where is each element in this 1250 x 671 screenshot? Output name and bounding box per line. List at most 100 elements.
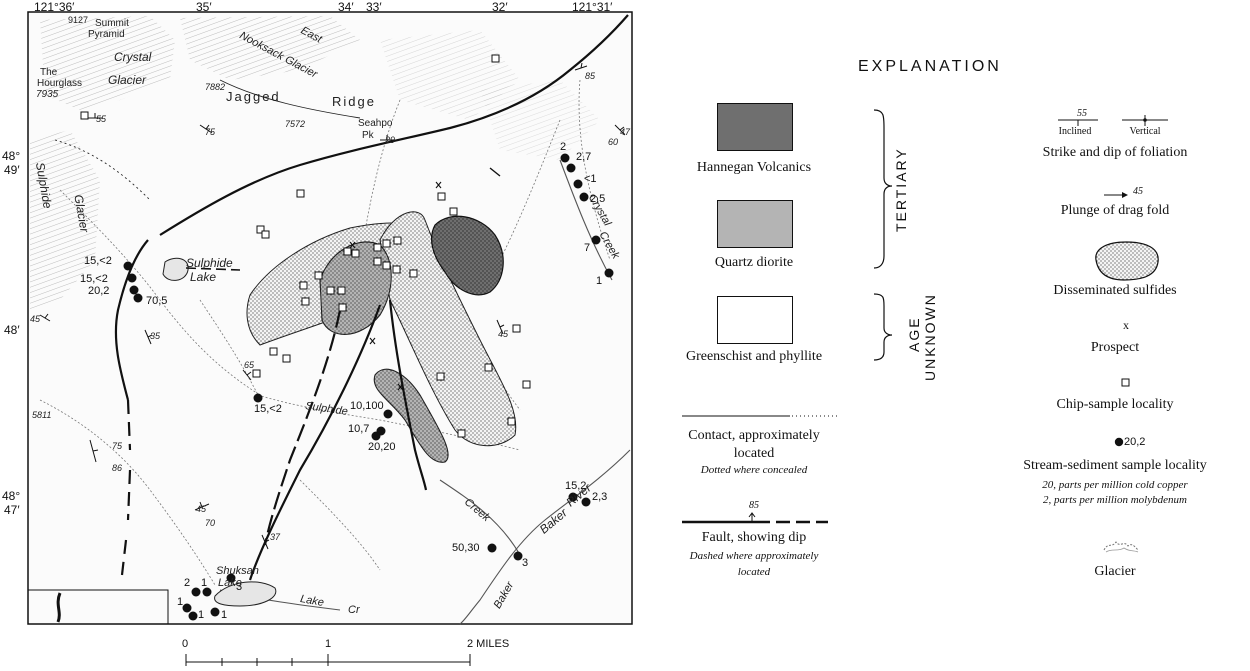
chip-sample — [507, 417, 516, 426]
dip-value: 35 — [150, 331, 161, 341]
sample-dot — [182, 603, 192, 613]
chip-sample — [393, 236, 402, 245]
lat-label: 48° — [2, 489, 21, 503]
glacier-label: Glacier — [1094, 564, 1136, 579]
chip-sample — [256, 225, 265, 234]
sample-dot — [573, 179, 583, 189]
chip-sample — [269, 347, 278, 356]
dip-value: 45 — [196, 504, 207, 514]
drag-fold-label: Plunge of drag fold — [1060, 203, 1170, 218]
place-label: Pk — [362, 130, 374, 141]
sample-value: 7 — [584, 242, 591, 254]
sample-dot — [133, 293, 143, 303]
chip-sample — [252, 369, 261, 378]
nooksack-glacier-area — [180, 16, 360, 80]
dip-value: 29 — [385, 135, 396, 145]
fault-north — [159, 14, 629, 236]
geologic-map: 121°36′ 35′ 34′ 33′ 32′ 121°31′ 48° 49′ … — [2, 0, 633, 671]
place-label: Summit — [95, 18, 129, 29]
chip-sample — [457, 429, 466, 438]
hannegan-volcanics-swatch — [717, 103, 793, 151]
fault-note: Dashed where approximately — [689, 550, 819, 562]
crystal-glacier-area — [40, 16, 175, 110]
sample-dot — [129, 285, 139, 295]
prospect-label: Prospect — [1090, 340, 1140, 355]
lat-label: 48° — [2, 149, 21, 163]
place-label: Shuksan — [216, 565, 259, 577]
fault-label: Fault, showing dip — [701, 530, 807, 545]
scale-bar: 0 1 2 MILES — [180, 638, 520, 671]
sample-dot — [383, 409, 393, 419]
lon-label: 34′ — [338, 0, 354, 14]
chip-sample — [382, 261, 391, 270]
map-canvas — [27, 11, 633, 625]
chip-sample — [373, 257, 382, 266]
glacier-symbol — [1103, 541, 1139, 553]
chip-sample — [491, 54, 500, 63]
dip-value: 75 — [112, 441, 123, 451]
sample-value: 15,<2 — [254, 403, 282, 415]
sample-value: 2 — [184, 577, 191, 589]
chip-sample — [299, 281, 308, 290]
chip-sample — [409, 269, 418, 278]
prospect-symbol — [349, 241, 356, 249]
contacts — [54, 79, 361, 201]
chip-sample — [484, 363, 493, 372]
foliation-symbols — [39, 62, 626, 550]
fault-sulphide-lake — [185, 267, 241, 271]
place-label: Lake — [218, 577, 242, 589]
sample-value: 15,2 — [565, 480, 587, 492]
chip-sample — [382, 239, 391, 248]
fault-west-dashed — [120, 399, 132, 576]
place-label: Sulphide — [186, 256, 233, 270]
dip-value: 45 — [30, 314, 41, 324]
quartz-diorite-swatch — [717, 200, 793, 248]
place-label: Cr — [348, 604, 360, 616]
place-label: Seahpo — [358, 118, 393, 129]
elevation-label: 7935 — [36, 89, 59, 100]
place-label: Hourglass — [37, 78, 83, 89]
foliation-label: Strike and dip of foliation — [1042, 145, 1188, 160]
dip-value: 86 — [112, 463, 123, 473]
contact-label-2: located — [733, 446, 775, 461]
stream-sample-label: Stream-sediment sample locality — [1023, 458, 1207, 473]
hannegan-volcanics-body — [431, 215, 504, 296]
prospect-symbol — [369, 337, 376, 345]
chip-sample-symbol — [1121, 378, 1130, 387]
age-unknown-label: UNKNOWN — [922, 293, 938, 381]
sample-value: 2 — [560, 141, 567, 153]
rivers — [219, 159, 631, 625]
stream-sample-value: 20,2 — [1124, 436, 1146, 448]
foliation-vertical-label: Vertical — [1129, 126, 1161, 137]
sample-dot — [560, 153, 570, 163]
quartz-diorite-label: Quartz diorite — [714, 255, 794, 270]
fault-diag-1 — [263, 309, 342, 546]
sample-value: 70,5 — [146, 295, 168, 307]
sample-dot — [371, 431, 381, 441]
fault-line-symbol — [682, 512, 828, 524]
sample-dot — [253, 393, 263, 403]
sample-value: 1 — [177, 596, 184, 608]
place-label: Ridge — [332, 94, 376, 109]
stream-sample-note: 20, parts per million cold copper — [1042, 479, 1188, 491]
lon-label: 35′ — [196, 0, 212, 14]
sample-dot — [202, 587, 212, 597]
disseminated-sulfides-swatch — [1095, 241, 1159, 281]
place-label: The — [40, 67, 58, 78]
scale-label-zero: 0 — [182, 638, 189, 650]
map-explanation: EXPLANATION Hannegan Volcanics Quartz di… — [640, 0, 1250, 671]
lat-label: 48′ — [4, 323, 20, 337]
chip-sample — [373, 243, 382, 252]
age-unknown-label: AGE — [906, 316, 922, 352]
sample-value: 3 — [236, 581, 243, 593]
quartz-diorite-south — [373, 368, 449, 463]
sample-dot — [191, 587, 201, 597]
lat-label: 49′ — [4, 163, 20, 177]
sample-dot — [487, 543, 497, 553]
place-label: Crystal — [114, 50, 152, 64]
age-brackets — [873, 109, 893, 361]
sample-dot — [226, 573, 236, 583]
dip-value: 70 — [205, 518, 216, 528]
explanation-title: EXPLANATION — [858, 58, 1002, 75]
prospect-symbol — [435, 181, 442, 189]
